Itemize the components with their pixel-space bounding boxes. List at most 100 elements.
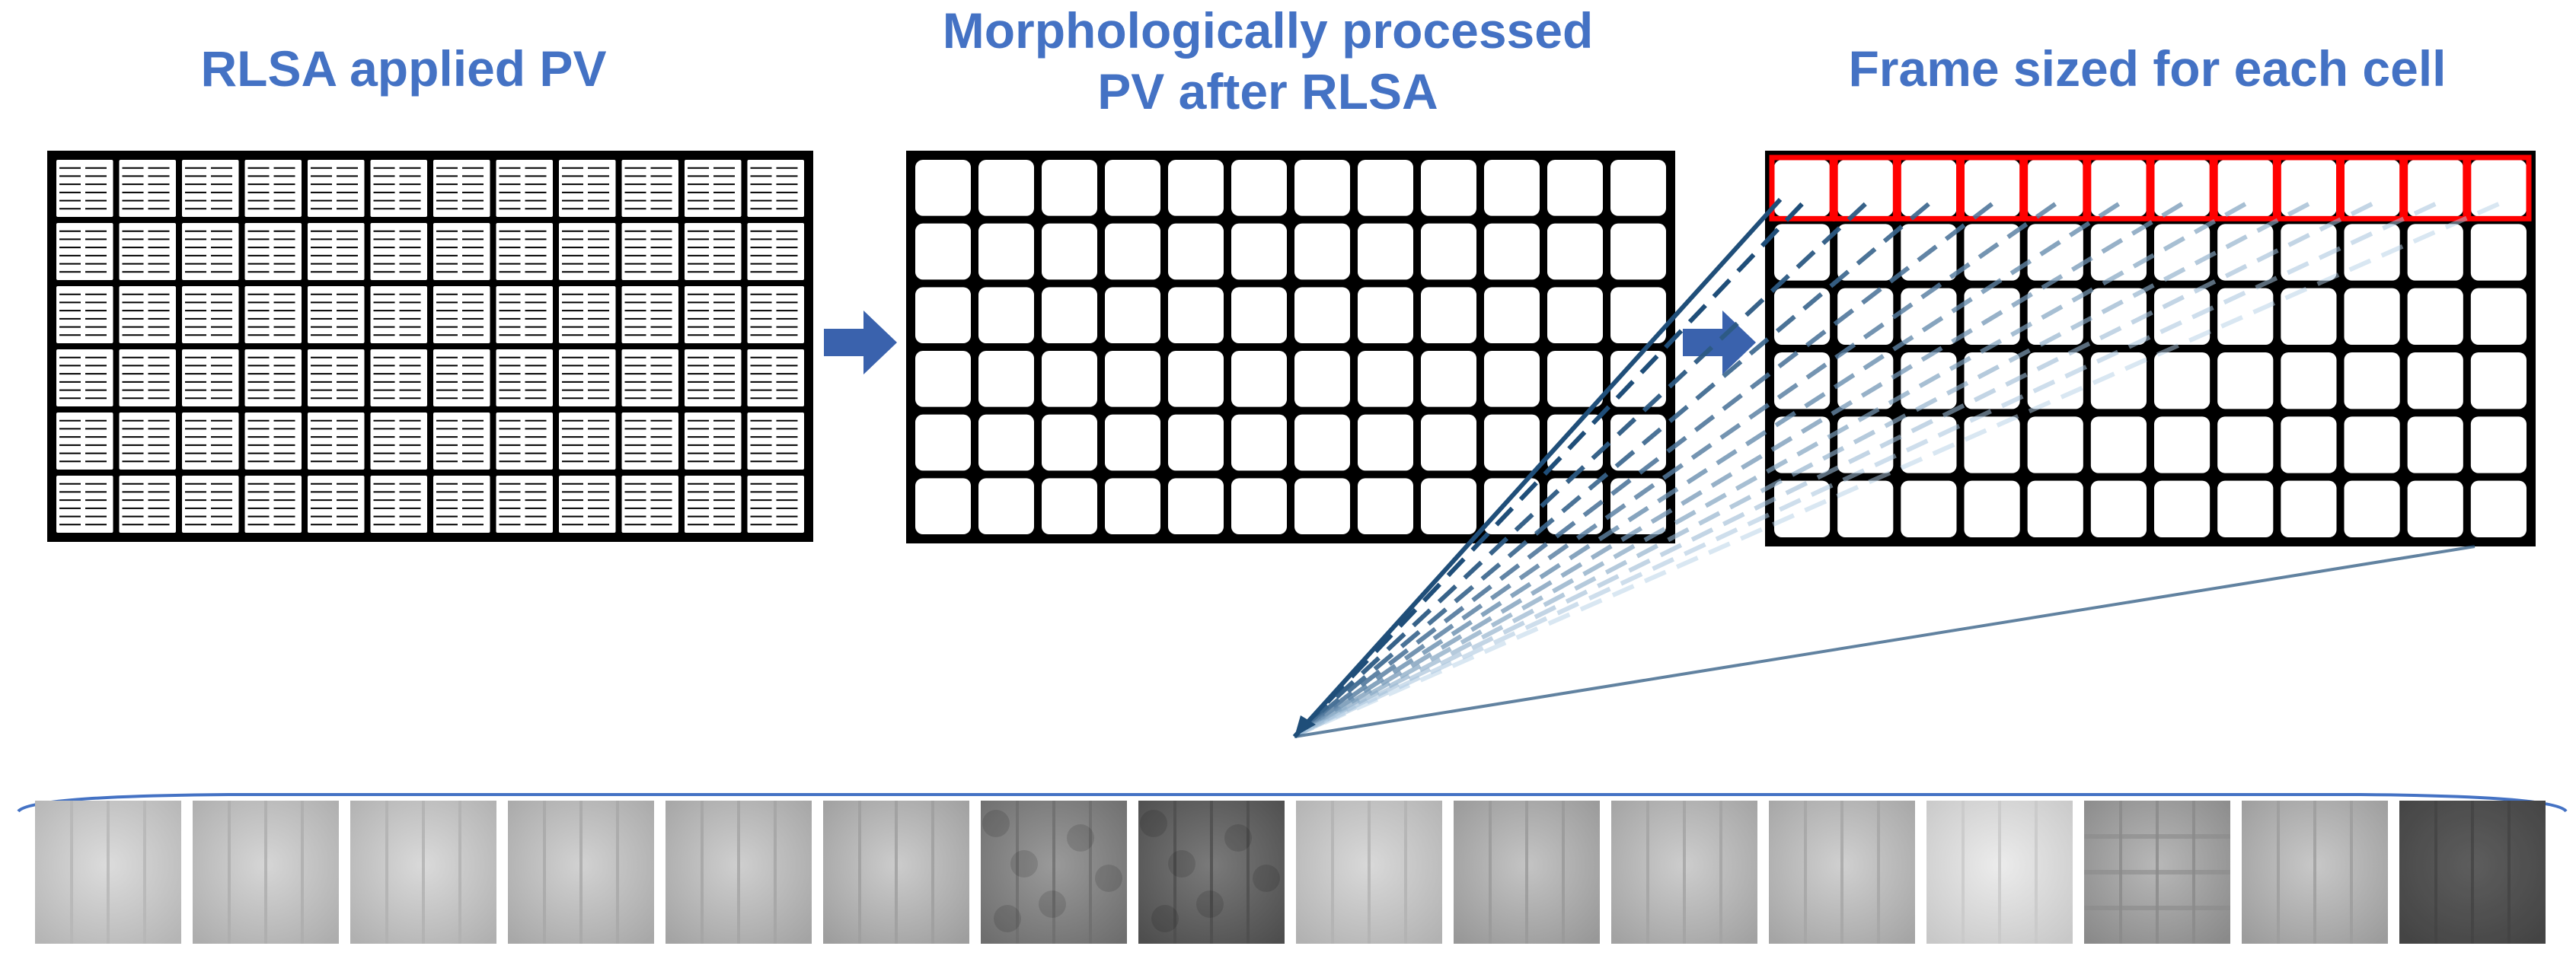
title-morphological-line2: PV after RLSA xyxy=(1097,63,1438,119)
morph-pv-panel xyxy=(906,151,1675,543)
pv-cell xyxy=(56,286,113,343)
pv-cell xyxy=(182,223,239,280)
pv-cell xyxy=(915,478,971,534)
pv-cell xyxy=(56,223,113,280)
pv-cell xyxy=(2090,160,2147,217)
pv-cell xyxy=(1105,287,1160,343)
pv-cell xyxy=(2217,224,2274,281)
pv-cell xyxy=(119,286,176,343)
cell-frame xyxy=(1959,154,2025,221)
pv-cell xyxy=(1294,478,1350,534)
pv-cell xyxy=(1547,160,1603,216)
pv-cell xyxy=(1042,223,1097,280)
pv-cell xyxy=(1231,287,1287,343)
pv-cell xyxy=(2027,160,2083,217)
title-rlsa: RLSA applied PV xyxy=(200,40,607,97)
pv-cell xyxy=(978,287,1034,343)
pv-cell xyxy=(370,160,427,217)
pv-cell xyxy=(1105,223,1160,280)
cell-thumbnail xyxy=(1926,801,2073,944)
pv-cell xyxy=(182,160,239,217)
pv-cell xyxy=(119,223,176,280)
pv-cell xyxy=(2027,480,2083,537)
pv-cell xyxy=(2470,416,2527,473)
pv-cell xyxy=(747,413,804,470)
pv-cell xyxy=(56,160,113,217)
pv-cell xyxy=(496,160,553,217)
dashed-connector xyxy=(1294,202,2500,737)
pv-cell xyxy=(2154,160,2211,217)
pv-cell xyxy=(1168,478,1224,534)
pv-cell xyxy=(1105,478,1160,534)
pv-cell xyxy=(244,160,302,217)
pv-cell xyxy=(559,476,616,533)
pv-cell xyxy=(1547,478,1603,534)
pv-cell xyxy=(2470,224,2527,281)
pv-cell xyxy=(2344,416,2400,473)
solid-connector-right xyxy=(1294,545,2475,738)
pv-cell xyxy=(2154,352,2211,409)
pv-cell xyxy=(2407,352,2463,409)
pv-cell xyxy=(685,223,742,280)
pv-cell xyxy=(1610,160,1666,216)
pv-cell xyxy=(2027,416,2083,473)
pv-cell xyxy=(915,414,971,471)
pv-cell xyxy=(1421,351,1476,407)
pv-cell xyxy=(1901,160,1957,217)
pv-cell xyxy=(1610,223,1666,280)
cell-thumbnail xyxy=(193,801,339,944)
pv-cell xyxy=(1231,478,1287,534)
pv-cell xyxy=(308,476,365,533)
cell-thumbnail xyxy=(350,801,496,944)
cell-thumbnail xyxy=(35,801,181,944)
pv-cell xyxy=(2281,352,2337,409)
pv-cell xyxy=(1774,416,1831,473)
cell-frame xyxy=(1832,154,1898,221)
pv-cell xyxy=(685,476,742,533)
pv-cell xyxy=(1421,478,1476,534)
pv-cell xyxy=(747,286,804,343)
pv-cell xyxy=(2217,480,2274,537)
pv-cell xyxy=(1547,351,1603,407)
pv-cell xyxy=(2470,480,2527,537)
pv-cell xyxy=(2090,224,2147,281)
pv-cell xyxy=(496,286,553,343)
pv-cell xyxy=(2344,480,2400,537)
pv-cell xyxy=(1421,223,1476,280)
pv-cell xyxy=(1774,160,1831,217)
pv-cell xyxy=(182,349,239,406)
pv-cell xyxy=(1168,414,1224,471)
pv-cell xyxy=(915,223,971,280)
cell-frame xyxy=(1769,154,1835,221)
pv-cell xyxy=(56,413,113,470)
pv-cell xyxy=(978,478,1034,534)
pv-cell xyxy=(433,349,490,406)
pv-cell xyxy=(621,223,678,280)
pv-cell xyxy=(1358,351,1413,407)
pv-cell xyxy=(747,160,804,217)
pv-cell xyxy=(370,286,427,343)
cell-frame xyxy=(1895,154,1962,221)
pv-cell xyxy=(182,286,239,343)
pv-cell xyxy=(1294,414,1350,471)
pv-cell xyxy=(621,160,678,217)
cell-frame xyxy=(2212,154,2278,221)
pv-cell xyxy=(182,413,239,470)
pv-cell xyxy=(747,349,804,406)
pv-cell xyxy=(1294,160,1350,216)
solid-connector-left xyxy=(1292,197,1783,739)
pv-cell xyxy=(2407,416,2463,473)
pv-cell xyxy=(1105,351,1160,407)
pv-cell xyxy=(1837,224,1894,281)
pv-cell xyxy=(1421,160,1476,216)
pv-cell xyxy=(119,349,176,406)
pv-cell xyxy=(2217,416,2274,473)
pv-cell xyxy=(1168,287,1224,343)
pv-cell xyxy=(1105,414,1160,471)
pv-cell xyxy=(433,476,490,533)
pv-cell xyxy=(1231,160,1287,216)
pv-cell xyxy=(1358,478,1413,534)
pv-cell xyxy=(1105,160,1160,216)
pv-cell xyxy=(1484,414,1540,471)
